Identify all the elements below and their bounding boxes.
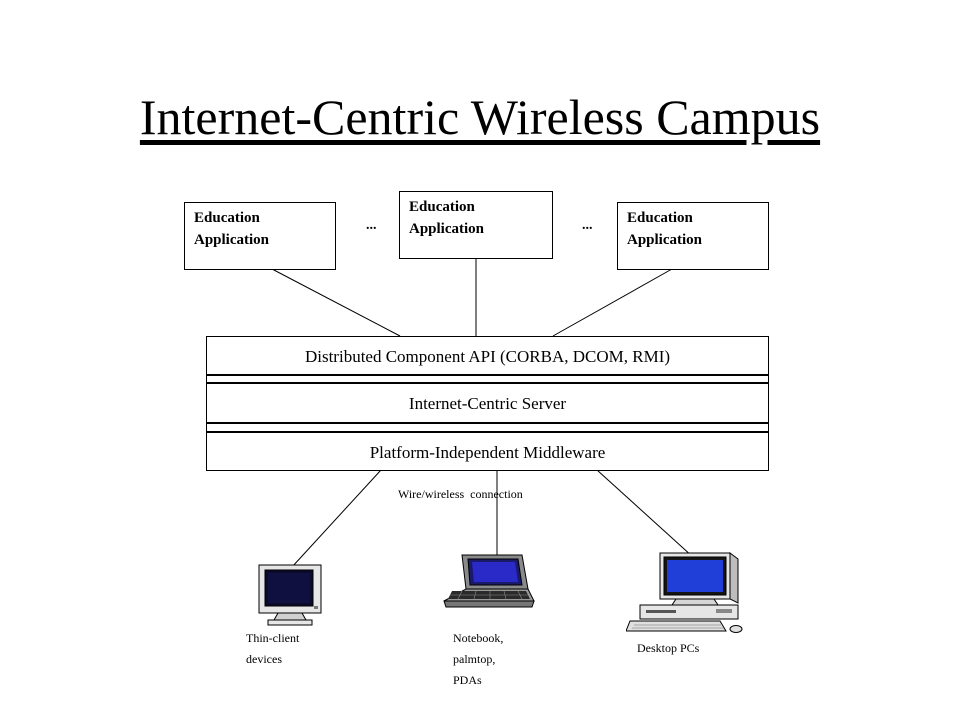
layer-spacer-1 <box>206 375 769 383</box>
notebook-label: Notebook, palmtop, PDAs <box>453 631 504 687</box>
ellipsis-right: ... <box>582 218 593 233</box>
desktop-pc-label: Desktop PCs <box>637 641 700 655</box>
server-layer: Internet-Centric Server <box>206 383 769 423</box>
notebook-computer-icon <box>443 554 535 608</box>
middleware-layer-label: Platform-Independent Middleware <box>369 443 606 462</box>
connector-app1 <box>271 268 401 337</box>
ellipsis-left: ... <box>366 218 377 233</box>
education-application-label: Education Application <box>409 199 485 237</box>
page-title: Internet-Centric Wireless Campus <box>139 89 821 145</box>
education-application-label: Education Application <box>627 210 703 248</box>
middleware-layer: Platform-Independent Middleware <box>206 432 769 471</box>
thin-client-monitor-icon <box>258 564 322 626</box>
server-layer-label: Internet-Centric Server <box>408 394 567 413</box>
api-layer: Distributed Component API (CORBA, DCOM, … <box>206 336 769 375</box>
layer-spacer-2 <box>206 423 769 432</box>
education-application-label: Education Application <box>194 210 270 248</box>
api-layer-label: Distributed Component API (CORBA, DCOM, … <box>304 347 671 366</box>
desktop-pc-icon <box>626 552 743 633</box>
education-application-box-2: Education Application <box>399 191 553 259</box>
education-application-box-3: Education Application <box>617 202 769 270</box>
connector-desktop <box>596 469 694 558</box>
thin-client-label: Thin-client devices <box>246 631 300 666</box>
education-application-box-1: Education Application <box>184 202 336 270</box>
connection-label: Wire/wireless connection <box>398 487 523 501</box>
connector-app3 <box>552 268 673 337</box>
connector-thin-client <box>291 469 382 568</box>
